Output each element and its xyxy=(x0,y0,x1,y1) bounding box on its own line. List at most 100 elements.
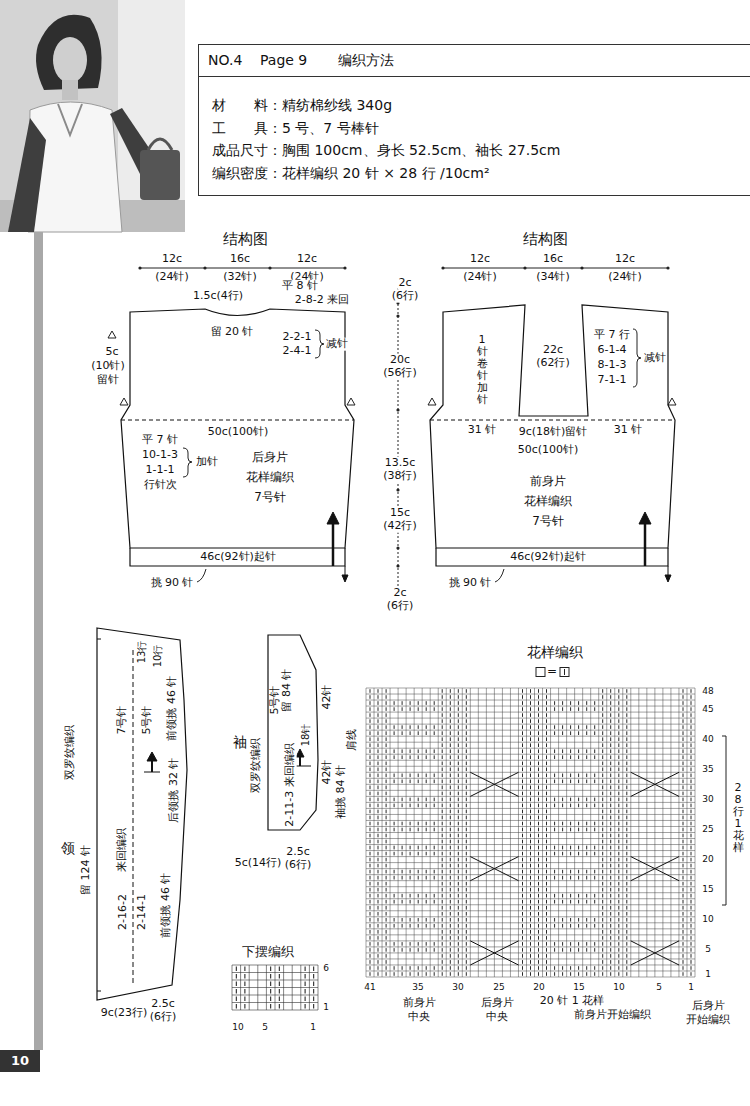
line-art xyxy=(53,37,87,83)
chart-symbols xyxy=(370,689,691,976)
dashed-line xyxy=(133,650,134,985)
chart-symbols xyxy=(236,967,313,1009)
dimension-label: 1.5c(4行) xyxy=(192,290,244,303)
dimension-label: (6行) xyxy=(149,1011,178,1024)
line-art xyxy=(668,398,676,405)
dimension-label: 平 8 针 xyxy=(281,280,319,293)
node-text: 花样编织 xyxy=(246,471,294,485)
dimension-label: 46c(92针)起针 xyxy=(509,551,587,564)
line-art xyxy=(396,408,399,411)
dimension-label: (38行) xyxy=(382,470,418,483)
line-art xyxy=(564,669,565,675)
dimension-label: 41 xyxy=(363,982,376,992)
dashed-line xyxy=(430,420,675,421)
piece-outline xyxy=(121,309,354,548)
dimension-label: 15c xyxy=(389,507,411,520)
line-art xyxy=(140,268,345,269)
dimension-label: 50c(100针) xyxy=(207,426,270,439)
line-art xyxy=(327,512,339,524)
line-art xyxy=(428,398,436,405)
dimension-dots xyxy=(138,266,669,567)
node-text: 5号针 xyxy=(269,686,282,715)
dimension-label: 后领挑 32 针 xyxy=(168,757,181,824)
line-art xyxy=(396,488,399,491)
dimension-label: 5 xyxy=(704,944,712,954)
line-art xyxy=(396,301,399,304)
dimension-label: 前领挑 46 针 xyxy=(166,675,179,742)
line-art xyxy=(644,522,647,566)
node-text: NO.4 xyxy=(208,52,242,68)
dimension-label: 双罗纹编织 xyxy=(64,724,77,781)
dimension-label: 后身片 xyxy=(480,997,515,1010)
node-text: 材 料：精纺棉纱线 340g xyxy=(212,97,392,113)
dimension-label: 减针 xyxy=(643,352,667,365)
line-art xyxy=(441,266,444,269)
dimension-lines xyxy=(140,268,726,905)
node-text: 7号针 xyxy=(254,491,286,505)
dimension-label: 2-16-2 xyxy=(117,893,130,931)
chart-grid xyxy=(232,965,318,1010)
node-text: 前身片 xyxy=(530,475,566,489)
dimension-label: (6行) xyxy=(386,600,415,613)
dimension-label: 平 7 行 xyxy=(593,329,631,342)
rib-band xyxy=(436,548,668,566)
dimension-label: 挑 90 针 xyxy=(150,577,195,590)
dimension-label: 10 xyxy=(701,914,714,924)
line-art xyxy=(633,329,641,387)
dimension-label: 45 xyxy=(701,704,714,714)
hem-chart: 下摆编织 xyxy=(228,942,322,1012)
dimension-label: (32针) xyxy=(222,271,258,284)
line-art xyxy=(0,0,185,232)
line-art xyxy=(722,736,726,905)
pattern-chart: 花样编织 xyxy=(364,640,697,980)
dimension-label: 46c(92针)起针 xyxy=(199,551,277,564)
dimension-label: 20 xyxy=(701,854,714,864)
line-art xyxy=(144,772,160,773)
node-text: 5号针 xyxy=(141,706,154,735)
piece-outline xyxy=(268,635,318,830)
line-art xyxy=(398,288,399,612)
header-frame xyxy=(198,44,750,196)
dimension-label: 20c xyxy=(389,354,411,367)
node-text: 7号针 xyxy=(532,515,564,529)
dimension-label: 加针 xyxy=(195,456,219,469)
dimension-label: 前身片 xyxy=(402,997,437,1010)
dimension-label: 1 xyxy=(704,969,712,979)
line-art xyxy=(396,314,399,317)
dimension-label: 后身片 xyxy=(691,1000,726,1013)
dimension-label: 42针 xyxy=(321,759,334,786)
dimension-label: 1 xyxy=(687,982,695,992)
line-art xyxy=(536,668,545,677)
dimension-label: 袖 xyxy=(232,734,248,750)
cable-cross xyxy=(470,772,679,965)
line-art xyxy=(332,522,335,566)
line-art xyxy=(268,266,271,269)
dimension-label: (24针) xyxy=(462,271,498,284)
dimension-label: 10行 xyxy=(152,644,164,669)
dimension-label: 2-14-1 xyxy=(136,893,149,931)
direction-arrows xyxy=(144,512,671,772)
dimension-label: 2c xyxy=(397,277,412,290)
dimension-label: 20 xyxy=(532,982,545,992)
dimension-label: 开始编织 xyxy=(685,1014,731,1027)
line-art xyxy=(347,398,355,405)
dimension-label: 6-1-4 xyxy=(597,344,628,357)
dimension-label: 35 xyxy=(701,764,714,774)
dimension-label: (10针) xyxy=(90,360,126,373)
dimension-label: 行针次 xyxy=(143,479,178,492)
line-art xyxy=(315,330,324,358)
dimension-label: 2c xyxy=(392,587,407,600)
dimension-label: 48 xyxy=(701,686,714,696)
dashed-line xyxy=(121,420,354,421)
dimension-label: 7-1-1 xyxy=(597,374,628,387)
dimension-label: 1 xyxy=(309,1022,317,1032)
dimension-label: 2-4-1 xyxy=(282,345,313,358)
dimension-label: (24针) xyxy=(607,271,643,284)
dimension-label: 9c(18针)留针 xyxy=(518,426,589,439)
dimension-label: 25 xyxy=(492,982,505,992)
dimension-label: (62行) xyxy=(535,357,571,370)
dimension-label: 31 针 xyxy=(613,424,644,437)
shape-outline xyxy=(425,295,681,572)
side-bar xyxy=(34,232,43,1050)
dimension-label: 2.5c xyxy=(150,998,176,1011)
